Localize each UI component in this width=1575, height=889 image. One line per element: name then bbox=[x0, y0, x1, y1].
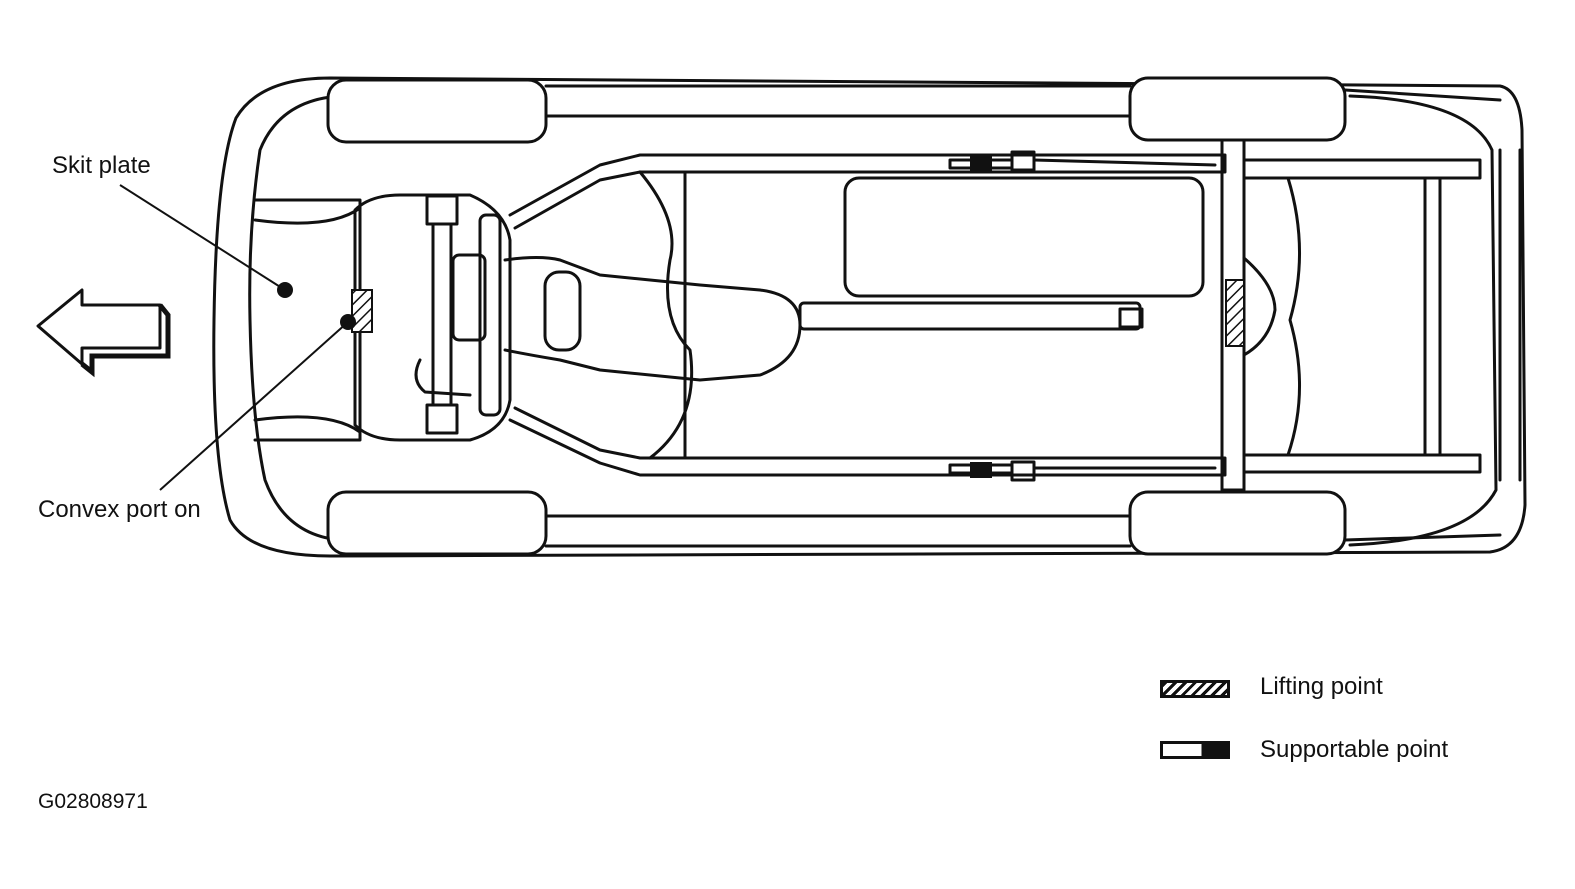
rear-right-tire bbox=[1128, 490, 1347, 556]
front-crossmember bbox=[353, 193, 512, 442]
convex-portion-leader bbox=[159, 321, 349, 491]
front-right-tire bbox=[326, 490, 548, 556]
supportable-point-marker-right bbox=[970, 462, 992, 478]
lifting-point-legend-label: Lifting point bbox=[1260, 673, 1383, 700]
supportable-point-legend-label: Supportable point bbox=[1260, 736, 1449, 763]
vehicle-body-outline bbox=[212, 76, 1527, 558]
supportable-point-marker-left bbox=[970, 155, 992, 171]
figure-code: G02808971 bbox=[38, 790, 148, 813]
front-direction-arrow-icon bbox=[36, 288, 162, 366]
lifting-point-swatch bbox=[1160, 680, 1230, 698]
rear-crossmember-lower bbox=[1242, 453, 1482, 474]
skid-plate-label: Skit plate bbox=[52, 152, 151, 179]
convex-portion-label: Convex port on bbox=[38, 496, 201, 523]
driveshaft bbox=[798, 301, 1142, 331]
lifting-point-marker-front bbox=[351, 289, 373, 333]
lifting-point-marker-rear bbox=[1225, 279, 1245, 347]
skid-plate-leader bbox=[119, 184, 286, 291]
fuel-tank bbox=[843, 176, 1205, 298]
right-frame-rail bbox=[508, 406, 1227, 477]
left-frame-rail bbox=[508, 153, 1227, 230]
left-side-sill bbox=[544, 84, 1132, 118]
front-left-tire bbox=[326, 78, 548, 144]
rear-left-tire bbox=[1128, 76, 1347, 142]
vehicle-inner-outline bbox=[248, 94, 342, 542]
rear-crossmember-upper bbox=[1242, 158, 1482, 180]
right-side-sill bbox=[544, 514, 1132, 548]
supportable-point-swatch bbox=[1160, 741, 1230, 759]
